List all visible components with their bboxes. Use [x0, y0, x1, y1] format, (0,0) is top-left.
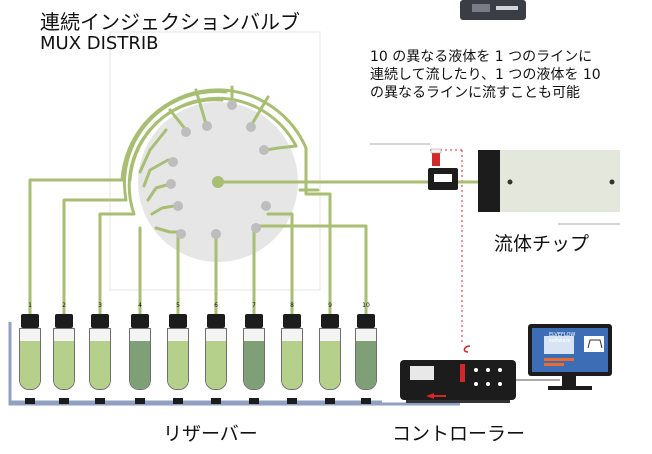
reservoir-cap — [357, 314, 375, 328]
reservoir-2: 2 — [51, 300, 77, 404]
description: 10 の異なる液体を 1 つのラインに 連続して流したり、1 つの液体を 10 … — [370, 48, 601, 102]
reservoir-cap — [321, 314, 339, 328]
reservoir-cap — [21, 314, 39, 328]
reservoir-connector — [59, 398, 69, 404]
computer-monitor — [528, 324, 612, 390]
valve-title-en: MUX DISTRIB — [40, 33, 159, 54]
reservoir-cap — [169, 314, 187, 328]
reservoir-connector — [361, 398, 371, 404]
reservoir-6: 6 — [203, 300, 229, 404]
reservoir-liquid — [206, 341, 226, 389]
reservoir-liquid — [282, 341, 302, 389]
reservoir-7: 7 — [241, 300, 267, 404]
pressure-controller — [400, 345, 516, 403]
reservoir-cap — [283, 314, 301, 328]
fluidic-chip — [478, 150, 620, 212]
reservoir-number: 4 — [138, 302, 142, 309]
tubing — [28, 85, 613, 320]
reservoir-connector — [135, 398, 145, 404]
reservoir-bottle — [281, 328, 303, 390]
valve-ports — [166, 100, 271, 239]
monitor-brand-text: ELVEFLOW — [549, 332, 576, 338]
reservoir-liquid — [168, 341, 188, 389]
reservoir-bottle — [205, 328, 227, 390]
description-line: 10 の異なる液体を 1 つのラインに — [370, 49, 593, 65]
description-line: 連続して流したり、1 つの液体を 10 — [370, 67, 601, 83]
reservoir-connector — [95, 398, 105, 404]
reservoir-number: 9 — [328, 302, 332, 309]
reservoirs-label: リザーバー — [163, 423, 258, 445]
reservoir-cap — [91, 314, 109, 328]
controller-label: コントローラー — [392, 423, 526, 445]
reservoir-number: 5 — [176, 302, 180, 309]
reservoir-bottle — [53, 328, 75, 390]
reservoir-bottle — [355, 328, 377, 390]
reservoir-bottle — [319, 328, 341, 390]
reservoir-cap — [245, 314, 263, 328]
reservoir-4: 4 — [127, 300, 153, 404]
reservoir-connector — [173, 398, 183, 404]
reservoirs — [8, 322, 460, 406]
reservoir-liquid — [356, 341, 376, 389]
reservoir-liquid — [130, 341, 150, 389]
reservoir-number: 3 — [98, 302, 102, 309]
reservoir-number: 6 — [214, 302, 218, 309]
reservoir-number: 8 — [290, 302, 294, 309]
flow-sensor — [428, 148, 458, 190]
reservoir-liquid — [244, 341, 264, 389]
reservoir-5: 5 — [165, 300, 191, 404]
reservoir-connector — [287, 398, 297, 404]
reservoir-bottle — [129, 328, 151, 390]
reservoir-number: 7 — [252, 302, 256, 309]
reservoir-1: 1 — [17, 300, 43, 404]
product-photo — [460, 0, 526, 20]
reservoir-liquid — [90, 341, 110, 389]
reservoir-connector — [25, 398, 35, 404]
reservoir-number: 1 — [28, 302, 32, 309]
reservoir-number: 2 — [62, 302, 66, 309]
reservoir-connector — [325, 398, 335, 404]
reservoir-9: 9 — [317, 300, 343, 404]
reservoir-bottle — [19, 328, 41, 390]
fluid-chip-label: 流体チップ — [494, 233, 590, 255]
reservoir-cap — [131, 314, 149, 328]
description-line: の異なるラインに流すことも可能 — [370, 85, 580, 101]
reservoir-bottle — [167, 328, 189, 390]
reservoir-bottle — [89, 328, 111, 390]
reservoir-cap — [55, 314, 73, 328]
reservoir-bottle — [243, 328, 265, 390]
reservoir-3: 3 — [87, 300, 113, 404]
reservoir-number: 10 — [362, 302, 370, 309]
reservoir-connector — [249, 398, 259, 404]
reservoir-connector — [211, 398, 221, 404]
reservoir-liquid — [20, 341, 40, 389]
reservoir-8: 8 — [279, 300, 305, 404]
reservoir-cap — [207, 314, 225, 328]
reservoir-10: 10 — [353, 300, 379, 404]
monitor-screen-text: ELVEFLOW software — [549, 332, 575, 344]
reservoir-liquid — [54, 341, 74, 389]
reservoir-liquid — [320, 341, 340, 389]
monitor-sub-text: software — [549, 338, 571, 344]
valve-title-ja: 連続インジェクションバルブ — [40, 10, 300, 34]
